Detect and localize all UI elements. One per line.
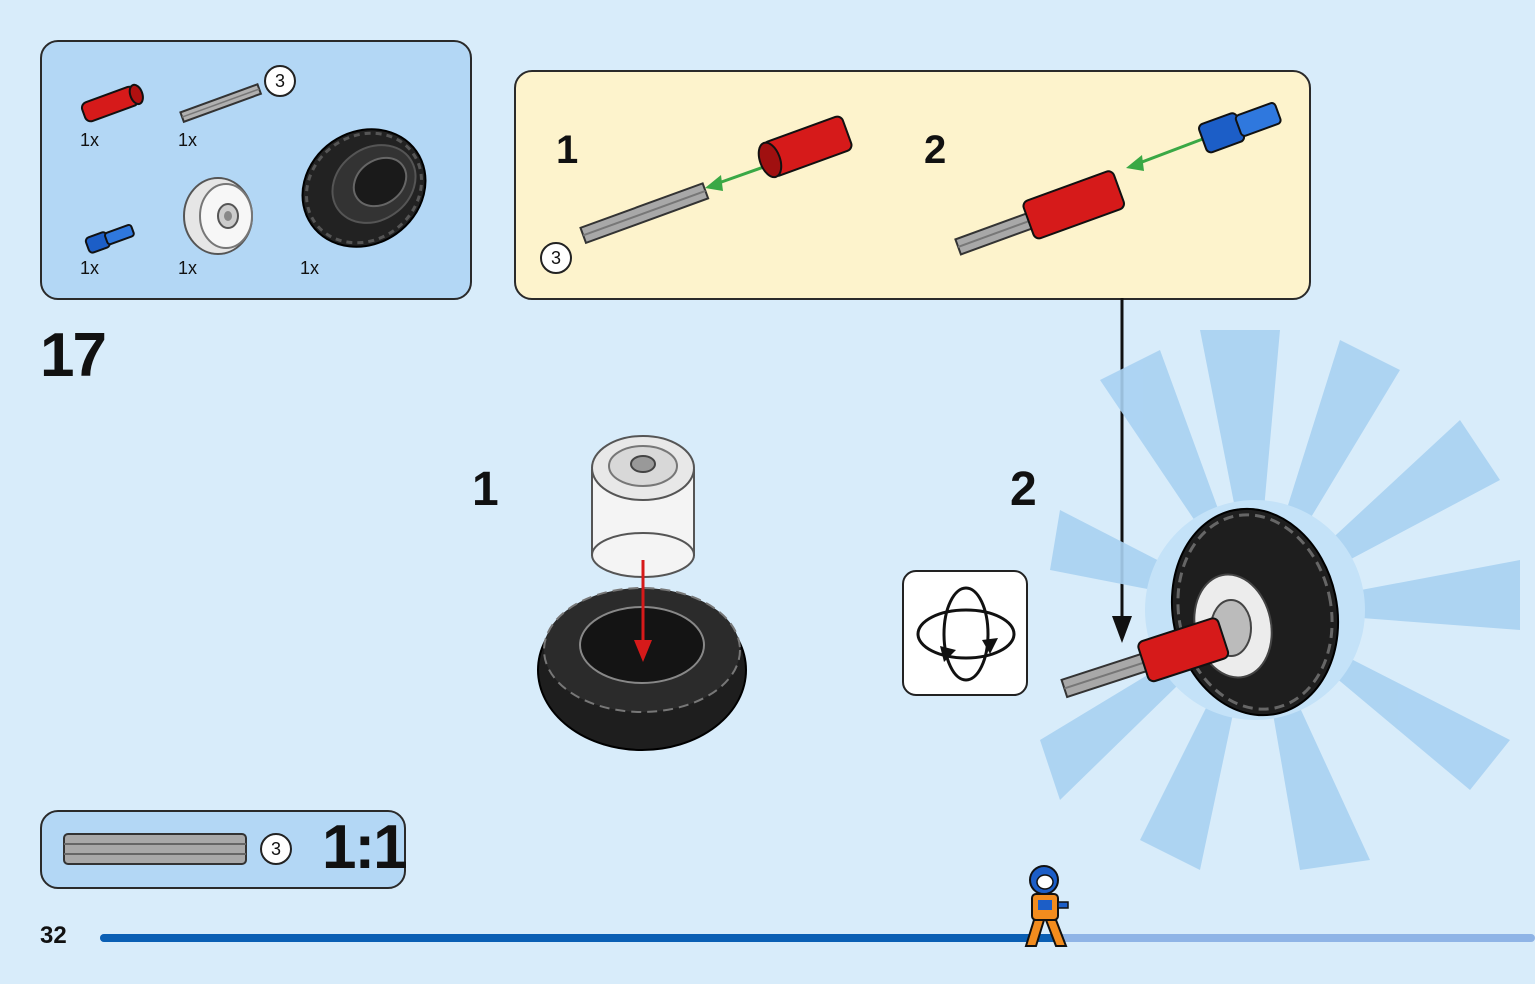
- scale-length-callout: 3: [260, 833, 292, 865]
- scale-ratio: 1:1: [322, 813, 408, 882]
- substep-2-number: 2: [924, 128, 947, 172]
- qty-gray-axle: 1x: [178, 130, 198, 150]
- substep-axle-length-callout: 3: [540, 242, 572, 274]
- red-axle-connector-part: [80, 83, 144, 123]
- page-number: 32: [40, 922, 67, 949]
- axle-wheel-assembly-illustration: [1060, 507, 1340, 717]
- main-substep-1-number: 1: [472, 463, 499, 516]
- rim-into-tire-illustration: [537, 435, 747, 751]
- rotate-model-icon: [902, 570, 1028, 696]
- step-number: 17: [40, 321, 107, 390]
- substep-1-illustration: [579, 115, 853, 245]
- qty-red-connector: 1x: [80, 130, 100, 150]
- progress-fill: [100, 934, 1061, 942]
- qty-blue-pin: 1x: [80, 258, 100, 278]
- gray-axle-part: [179, 83, 263, 124]
- qty-wheel-rim: 1x: [178, 258, 198, 278]
- substep-2-illustration: [954, 102, 1282, 256]
- axle-scale-drawing: [63, 833, 247, 865]
- white-rim-part: [183, 177, 253, 255]
- minifigure-progress-marker: [1024, 865, 1069, 947]
- blue-pin-part: [84, 223, 135, 254]
- rotate-arrows-icon: [916, 586, 1016, 682]
- subassembly-panel: [514, 70, 1311, 300]
- qty-black-tire: 1x: [300, 258, 320, 278]
- substep-1-number: 1: [556, 128, 579, 172]
- main-substep-2-number: 2: [1010, 463, 1037, 516]
- black-tire-part: [301, 128, 427, 248]
- axle-length-callout: 3: [264, 65, 296, 97]
